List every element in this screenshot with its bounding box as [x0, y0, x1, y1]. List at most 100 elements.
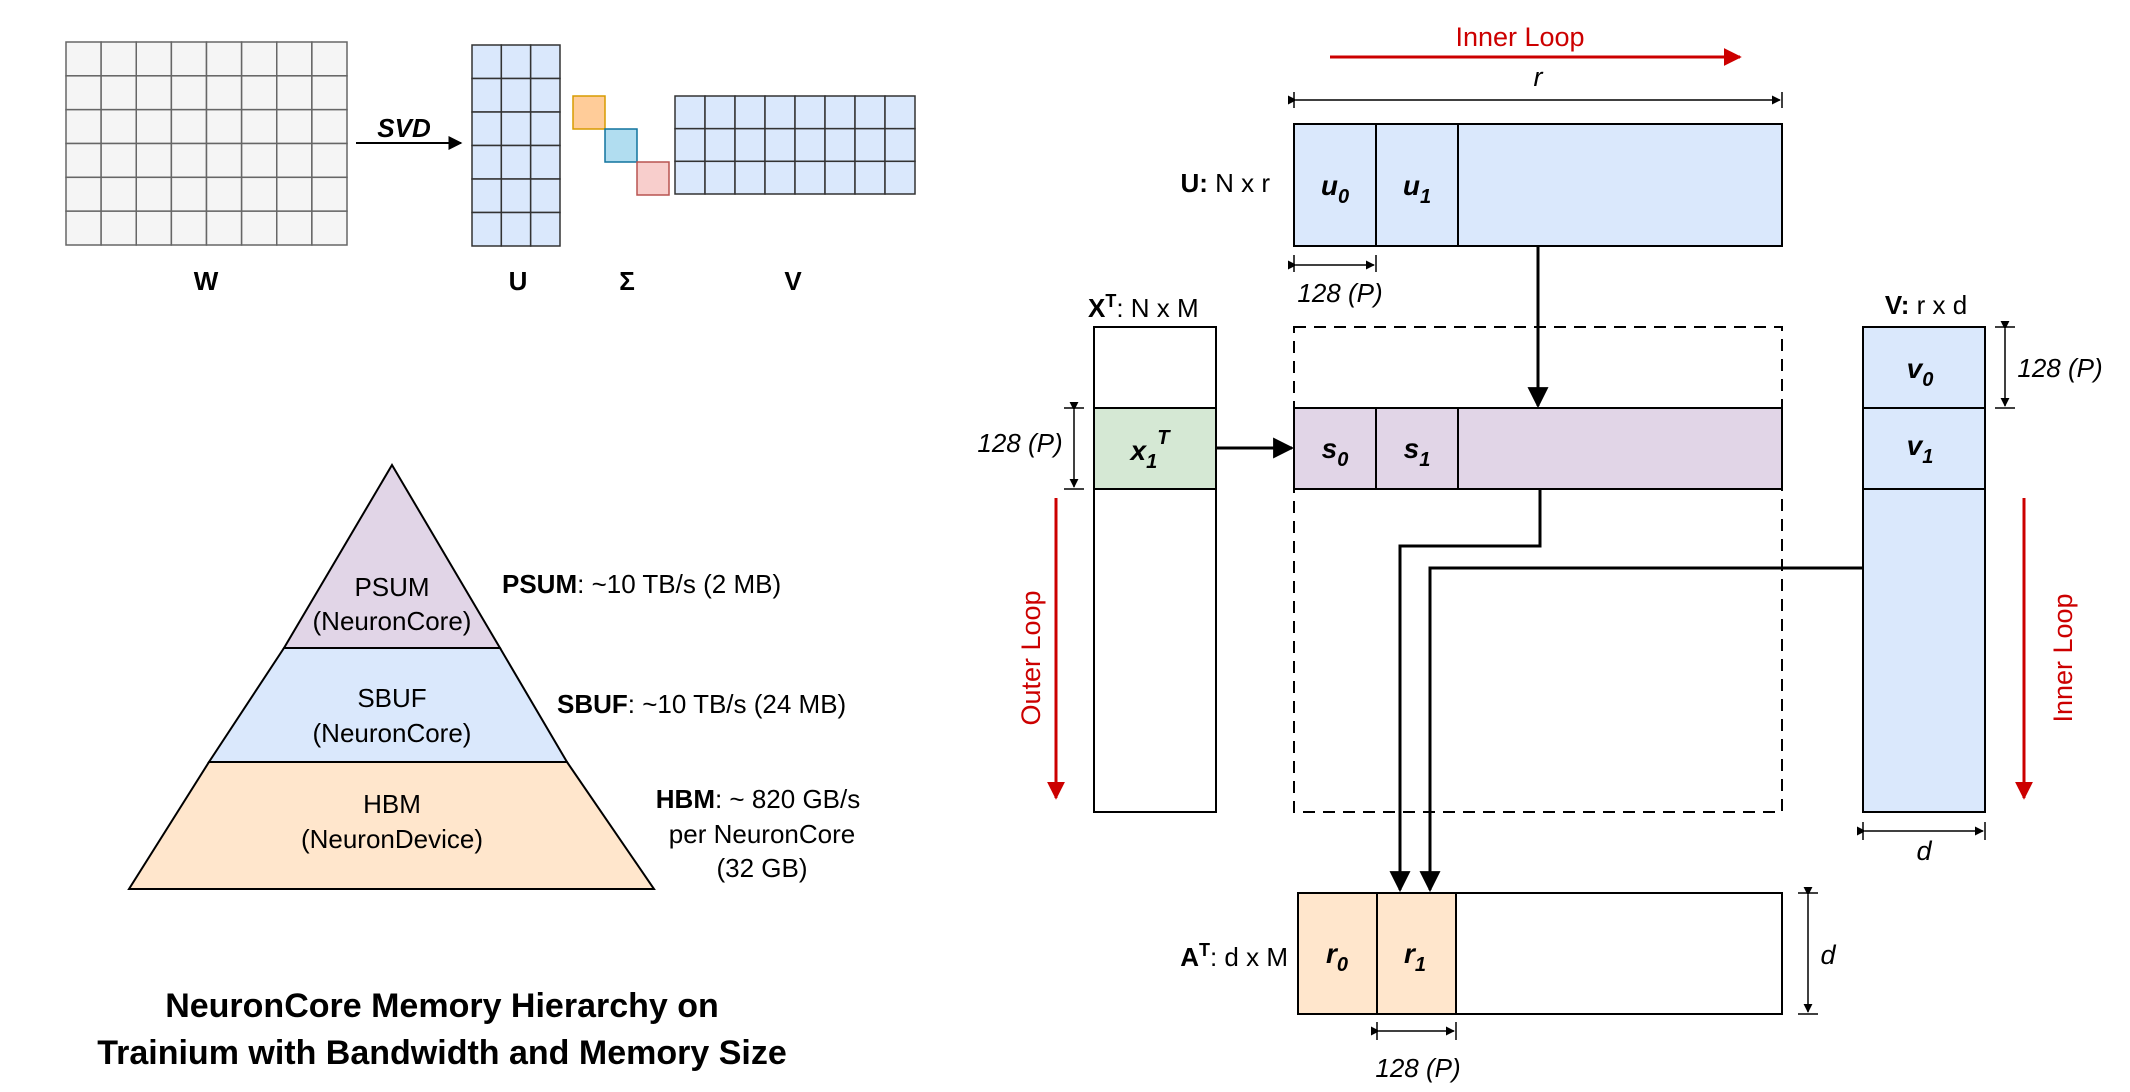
memory-pyramid: PSUM (NeuronCore) SBUF (NeuronCore) HBM … — [97, 463, 860, 1072]
matrix-cell — [240, 108, 278, 145]
matrix-cell — [276, 75, 313, 111]
at-d-label: d — [1820, 940, 1836, 970]
matrix-cell — [529, 211, 561, 247]
w-label: W — [194, 266, 219, 296]
matrix-cell — [529, 44, 561, 80]
s1-label: s1 — [1404, 433, 1431, 471]
matrix-cell — [100, 210, 137, 246]
matrix-cell — [884, 127, 916, 163]
matrix-cell — [240, 75, 278, 111]
u-matrix — [471, 44, 561, 247]
matrix-cell — [794, 160, 826, 195]
matrix-cell — [794, 127, 826, 163]
pyramid-title-line2: Trainium with Bandwidth and Memory Size — [97, 1034, 787, 1072]
matrix-cell — [824, 160, 856, 195]
matrix-cell — [500, 44, 532, 80]
matrix-cell — [205, 108, 243, 145]
v-block — [1862, 326, 1986, 813]
s0-label: s0 — [1322, 433, 1349, 471]
matrix-cell — [764, 160, 796, 195]
matrix-cell — [311, 41, 348, 77]
hbm-desc: HBM: ~ 820 GB/s — [656, 784, 860, 814]
v0-label: v0 — [1907, 353, 1934, 391]
matrix-cell — [170, 142, 208, 179]
matrix-cell — [65, 210, 102, 246]
sbuf-desc: SBUF: ~10 TB/s (24 MB) — [557, 689, 846, 719]
matrix-cell — [65, 108, 102, 145]
psum-scope: (NeuronCore) — [313, 606, 472, 636]
x1-label: x1T — [1129, 427, 1172, 473]
hbm-desc-2: per NeuronCore — [669, 819, 855, 849]
sbuf-scope: (NeuronCore) — [313, 718, 472, 748]
matrix-cell — [170, 41, 208, 77]
matrix-cell — [240, 41, 278, 77]
pyramid-title-line1: NeuronCore Memory Hierarchy on — [165, 987, 719, 1025]
matrix-cell — [500, 178, 532, 214]
u-block — [1293, 123, 1783, 247]
u-matrix-label: U — [509, 266, 528, 296]
matrix-cell — [240, 176, 278, 212]
matrix-cell — [824, 127, 856, 163]
matrix-cell — [854, 160, 886, 195]
matrix-cell — [471, 211, 503, 247]
tiling-diagram: Inner Loop r U: N x r u0 u1 128 (P) XT: … — [977, 22, 2102, 1083]
matrix-cell — [734, 95, 766, 130]
matrix-cell — [100, 108, 137, 145]
w-matrix — [65, 41, 348, 246]
matrix-cell — [704, 95, 736, 130]
at-tile-label: 128 (P) — [1375, 1053, 1460, 1083]
hbm-desc-3: (32 GB) — [716, 853, 807, 883]
x1-tile — [1093, 407, 1217, 490]
matrix-cell — [884, 95, 916, 130]
matrix-cell — [311, 176, 348, 212]
v-matrix-label: V — [784, 266, 802, 296]
matrix-cell — [65, 75, 102, 111]
matrix-cell — [100, 75, 137, 111]
matrix-cell — [170, 108, 208, 145]
matrix-cell — [529, 77, 561, 113]
matrix-cell — [276, 108, 313, 145]
v-tile-label: 128 (P) — [2017, 353, 2102, 383]
matrix-cell — [734, 160, 766, 195]
v-dims-label: V: r x d — [1885, 290, 1967, 320]
svd-figure: W SVD U Σ V — [65, 41, 916, 296]
v-to-r-arrow — [1419, 566, 1863, 893]
matrix-cell — [854, 95, 886, 130]
v-d-label: d — [1916, 836, 1932, 866]
matrix-cell — [170, 75, 208, 111]
matrix-cell — [205, 176, 243, 212]
matrix-cell — [764, 95, 796, 130]
matrix-cell — [205, 210, 243, 246]
matrix-cell — [500, 144, 532, 180]
matrix-cell — [240, 210, 278, 246]
matrix-cell — [794, 95, 826, 130]
outer-loop-label: Outer Loop — [1016, 590, 1046, 725]
matrix-cell — [471, 77, 503, 113]
xt-block — [1093, 326, 1217, 813]
matrix-cell — [529, 178, 561, 214]
svd-label: SVD — [377, 113, 431, 143]
s-to-r-arrow — [1389, 489, 1542, 893]
r1-label: r1 — [1404, 938, 1426, 976]
matrix-cell — [674, 95, 706, 130]
at-dims-label: AT: d x M — [1180, 940, 1288, 972]
matrix-cell — [529, 144, 561, 180]
u1-label: u1 — [1403, 170, 1431, 208]
matrix-cell — [500, 211, 532, 247]
sigma-label: Σ — [619, 266, 635, 296]
matrix-cell — [100, 41, 137, 77]
matrix-cell — [205, 142, 243, 179]
matrix-cell — [276, 176, 313, 212]
matrix-cell — [311, 108, 348, 145]
pyramid-hbm — [127, 761, 656, 890]
inner-loop-right-label: Inner Loop — [2048, 593, 2078, 722]
v1-label: v1 — [1907, 430, 1934, 468]
matrix-cell — [135, 142, 173, 179]
psum-desc: PSUM: ~10 TB/s (2 MB) — [502, 569, 781, 599]
matrix-cell — [471, 144, 503, 180]
matrix-cell — [704, 127, 736, 163]
matrix-cell — [135, 176, 173, 212]
matrix-cell — [704, 160, 736, 195]
matrix-cell — [471, 111, 503, 147]
u-dims-label: U: N x r — [1180, 168, 1270, 198]
